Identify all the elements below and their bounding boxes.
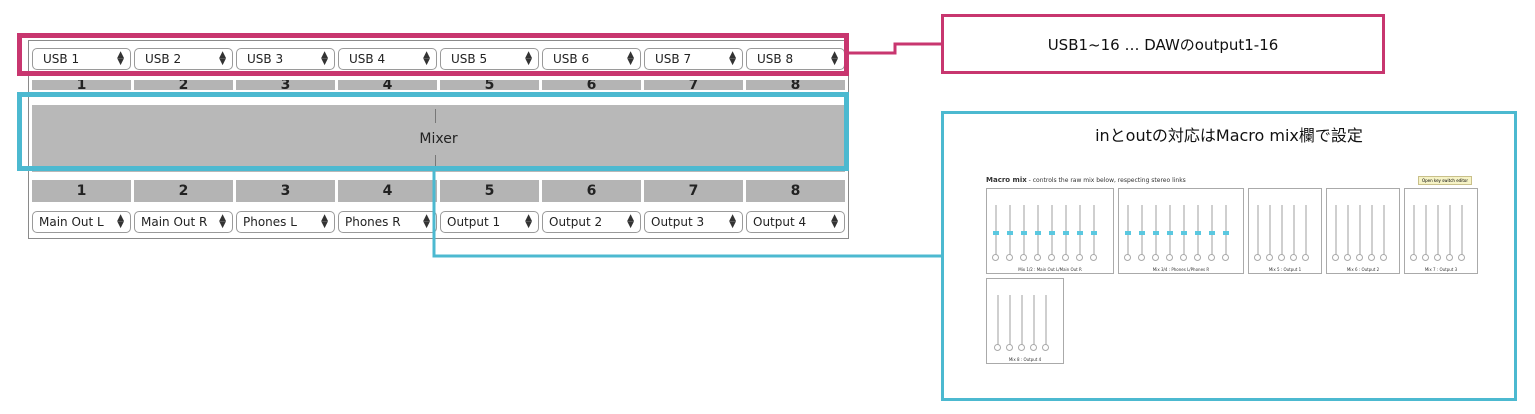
input-number-row: 1 2 3 4 5 6 7 8: [32, 80, 845, 90]
output-select-5[interactable]: Output 1 ▲▼: [440, 211, 539, 233]
input-select-6[interactable]: USB 6 ▲▼: [542, 48, 641, 70]
output-channel-number: 4: [338, 180, 437, 202]
red-connector-line: [849, 42, 941, 55]
updown-arrow-icon: ▲▼: [831, 50, 838, 67]
input-channel-number: 6: [542, 80, 641, 90]
updown-arrow-icon: ▲▼: [627, 213, 634, 230]
output-selector-row: Main Out L ▲▼ Main Out R ▲▼ Phones L ▲▼ Pho…: [32, 211, 845, 233]
macro-mix-annotation-box: inとoutの対応はMacro mix欄で設定 Macro mix - cont…: [941, 111, 1517, 401]
output-number-row: 1 2 3 4 5 6 7 8: [32, 180, 845, 202]
input-select-label: USB 4: [349, 52, 386, 66]
key-switch-editor-button[interactable]: Open key switch editor: [1417, 176, 1472, 185]
output-select-4[interactable]: Phones R ▲▼: [338, 211, 437, 233]
macro-mix-title: Macro mix: [986, 176, 1027, 184]
macro-mix-screenshot: Macro mix - controls the raw mix below, …: [986, 176, 1480, 371]
input-channel-number: 7: [644, 80, 743, 90]
usb-annotation-text: USB1~16 … DAWのoutput1-16: [1047, 35, 1279, 54]
output-channel-number: 8: [746, 180, 845, 202]
updown-arrow-icon: ▲▼: [321, 213, 328, 230]
input-select-7[interactable]: USB 7 ▲▼: [644, 48, 743, 70]
mix-panel: Mix 7 : Output 3: [1404, 188, 1478, 274]
output-select-label: Output 1: [447, 215, 501, 229]
output-channel-number: 1: [32, 180, 131, 202]
input-select-8[interactable]: USB 8 ▲▼: [746, 48, 845, 70]
updown-arrow-icon: ▲▼: [117, 213, 124, 230]
input-select-label: USB 6: [553, 52, 590, 66]
updown-arrow-icon: ▲▼: [831, 213, 838, 230]
output-select-label: Output 4: [753, 215, 807, 229]
mix-caption: Mix 3/4 : Phones L/Phones R: [1152, 267, 1210, 272]
input-channel-number: 1: [32, 80, 131, 90]
output-select-label: Output 3: [651, 215, 705, 229]
output-select-8[interactable]: Output 4 ▲▼: [746, 211, 845, 233]
mixer-label: Mixer: [419, 130, 458, 147]
blue-connector-line: [432, 171, 941, 258]
updown-arrow-icon: ▲▼: [525, 213, 532, 230]
output-select-label: Main Out R: [141, 215, 208, 229]
input-select-4[interactable]: USB 4 ▲▼: [338, 48, 437, 70]
output-channel-number: 6: [542, 180, 641, 202]
updown-arrow-icon: ▲▼: [423, 213, 430, 230]
mix-panel: Mix 8 : Output 4: [986, 278, 1064, 364]
input-select-1[interactable]: USB 1 ▲▼: [32, 48, 131, 70]
output-select-7[interactable]: Output 3 ▲▼: [644, 211, 743, 233]
output-channel-number: 3: [236, 180, 335, 202]
input-select-label: USB 3: [247, 52, 284, 66]
input-select-label: USB 2: [145, 52, 182, 66]
updown-arrow-icon: ▲▼: [627, 50, 634, 67]
mix-panel: Mix 5 : Output 1: [1248, 188, 1322, 274]
input-channel-number: 4: [338, 80, 437, 90]
mix-caption: Mix 7 : Output 3: [1424, 267, 1458, 272]
macro-mix-header: Macro mix - controls the raw mix below, …: [986, 176, 1480, 184]
output-select-1[interactable]: Main Out L ▲▼: [32, 211, 131, 233]
input-row-highlight: [17, 33, 849, 76]
input-select-label: USB 7: [655, 52, 692, 66]
mix-caption: Mix 8 : Output 4: [1008, 357, 1042, 362]
output-channel-number: 5: [440, 180, 539, 202]
input-select-label: USB 5: [451, 52, 488, 66]
macro-mix-annotation-text: inとoutの対応はMacro mix欄で設定: [1095, 126, 1363, 145]
updown-arrow-icon: ▲▼: [423, 50, 430, 67]
updown-arrow-icon: ▲▼: [219, 213, 226, 230]
input-selector-row: USB 1▲▼ USB 2▲▼ USB 3▲▼ USB 4▲▼ USB 5▲▼ …: [32, 48, 845, 70]
output-select-6[interactable]: Output 2 ▲▼: [542, 211, 641, 233]
updown-arrow-icon: ▲▼: [219, 50, 226, 67]
output-select-label: Phones R: [345, 215, 401, 229]
updown-arrow-icon: ▲▼: [525, 50, 532, 67]
output-channel-number: 2: [134, 180, 233, 202]
input-select-label: USB 8: [757, 52, 794, 66]
input-channel-number: 2: [134, 80, 233, 90]
mix-panel: Mix 1/2 : Main Out L/Main Out R: [986, 188, 1114, 274]
output-select-label: Main Out L: [39, 215, 104, 229]
usb-annotation-box: USB1~16 … DAWのoutput1-16: [941, 14, 1385, 74]
mix-caption: Mix 5 : Output 1: [1268, 267, 1302, 272]
updown-arrow-icon: ▲▼: [321, 50, 328, 67]
output-select-label: Phones L: [243, 215, 297, 229]
mixer-output-tick: [435, 155, 436, 167]
updown-arrow-icon: ▲▼: [729, 213, 736, 230]
input-select-5[interactable]: USB 5 ▲▼: [440, 48, 539, 70]
input-select-2[interactable]: USB 2 ▲▼: [134, 48, 233, 70]
mixer-highlight: [17, 92, 849, 171]
output-channel-number: 7: [644, 180, 743, 202]
mix-caption: Mix 1/2 : Main Out L/Main Out R: [1018, 267, 1082, 272]
mixer-block: Mixer: [32, 105, 845, 172]
updown-arrow-icon: ▲▼: [729, 50, 736, 67]
input-channel-number: 3: [236, 80, 335, 90]
mix-panel: Mix 6 : Output 2: [1326, 188, 1400, 274]
output-select-label: Output 2: [549, 215, 603, 229]
output-select-3[interactable]: Phones L ▲▼: [236, 211, 335, 233]
input-select-3[interactable]: USB 3 ▲▼: [236, 48, 335, 70]
mix-caption: Mix 6 : Output 2: [1346, 267, 1380, 272]
mix-panel: Mix 3/4 : Phones L/Phones R: [1118, 188, 1244, 274]
input-select-label: USB 1: [43, 52, 80, 66]
output-select-2[interactable]: Main Out R ▲▼: [134, 211, 233, 233]
mixer-input-tick: [435, 109, 436, 123]
input-channel-number: 5: [440, 80, 539, 90]
input-channel-number: 8: [746, 80, 845, 90]
updown-arrow-icon: ▲▼: [117, 50, 124, 67]
macro-mix-subtitle: - controls the raw mix below, respecting…: [1026, 177, 1186, 184]
